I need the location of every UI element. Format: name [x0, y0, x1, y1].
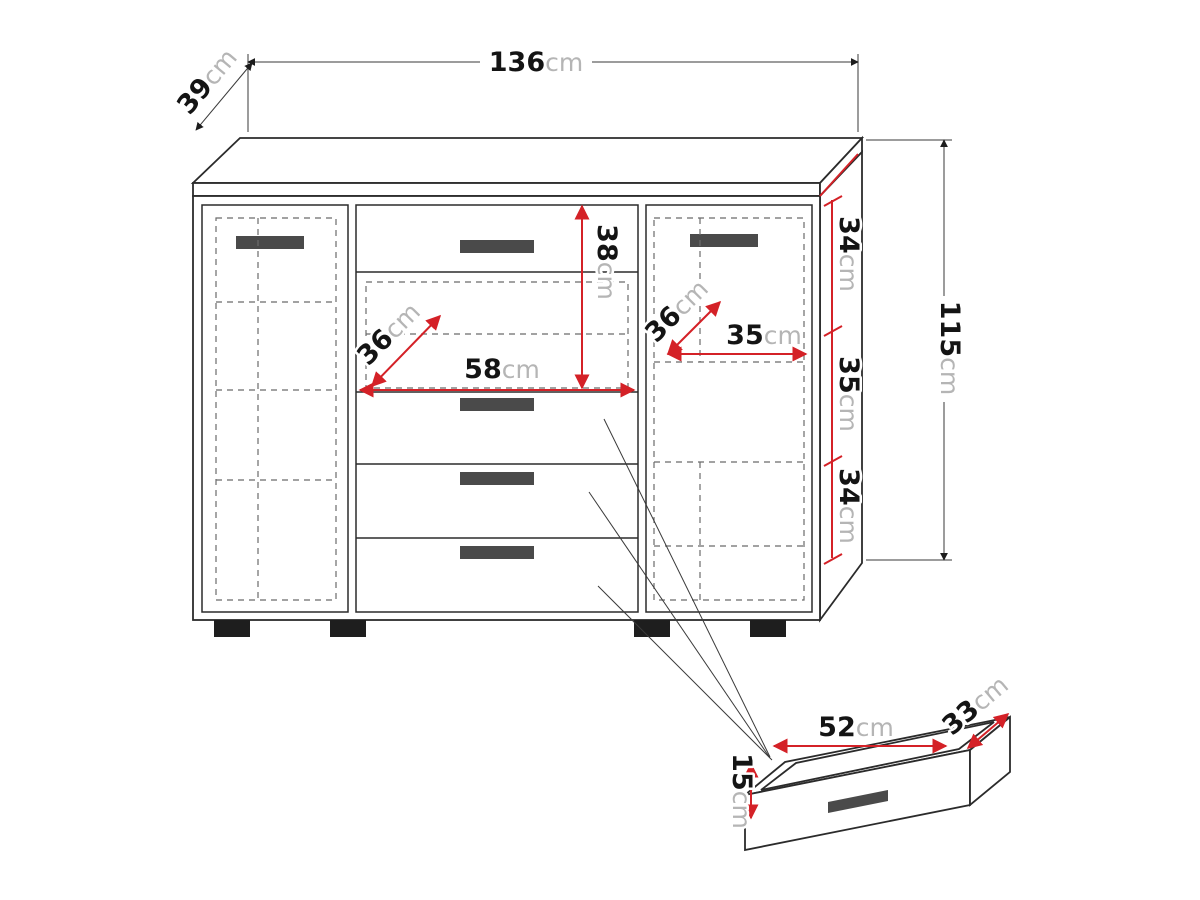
foot-mid-right	[634, 620, 670, 637]
pointer-line-3	[597, 585, 773, 761]
dim-drawer-height: 15cm	[726, 753, 757, 829]
drawer3-handle[interactable]	[460, 472, 534, 485]
internal-dimensions: 38cm 58cm 36cm 36cm 35cm 34cm 35cm 34cm	[349, 153, 867, 565]
foot-mid-left	[330, 620, 366, 637]
dim-center-top-height: 38cm	[591, 224, 622, 300]
side-top-edge-line	[819, 153, 859, 197]
center-depth-line	[370, 314, 442, 388]
left-door-interior-dashed	[215, 217, 337, 601]
drawer-detail-drawing: 52cm 33cm 15cm	[724, 668, 1016, 852]
dim-right-width: 35cm	[726, 320, 802, 351]
drawer-pointer-lines	[588, 418, 773, 761]
pointer-line-1	[603, 418, 771, 758]
dim-side-bottom: 34cm	[833, 468, 864, 544]
dim-overall-height: 115cm	[934, 301, 965, 395]
drawer4-handle[interactable]	[460, 546, 534, 559]
foot-right	[750, 620, 786, 637]
dim-center-width: 58cm	[464, 354, 540, 385]
left-door[interactable]	[201, 204, 349, 613]
dim-overall-depth: 39cm	[171, 43, 243, 121]
side-tick-2	[823, 455, 843, 467]
pointer-line-2	[588, 491, 771, 759]
side-tick-3	[823, 553, 843, 565]
dim-overall-width: 136cm	[489, 47, 583, 78]
cabinet-top-front-edge	[192, 182, 821, 197]
dim-drawer-width: 52cm	[818, 712, 894, 743]
cabinet-top-face	[190, 137, 865, 184]
left-door-handle[interactable]	[236, 236, 304, 249]
dim-side-top: 34cm	[833, 216, 864, 292]
drawer-detail-handle[interactable]	[828, 790, 888, 813]
drawer1-handle[interactable]	[460, 240, 534, 253]
side-tick-1	[823, 325, 843, 337]
right-depth-line	[666, 300, 722, 356]
cabinet-drawing	[190, 135, 865, 637]
dim-side-middle: 35cm	[833, 356, 864, 432]
depth-dim-line	[195, 62, 253, 131]
drawer2-handle[interactable]	[460, 398, 534, 411]
drawer-depth-line	[966, 713, 1010, 749]
side-tick-0	[823, 195, 843, 207]
right-door-interior-dashed	[653, 217, 805, 601]
right-door[interactable]	[645, 204, 813, 613]
middle-section	[355, 204, 639, 613]
foot-left	[214, 620, 250, 637]
right-door-handle[interactable]	[690, 234, 758, 247]
